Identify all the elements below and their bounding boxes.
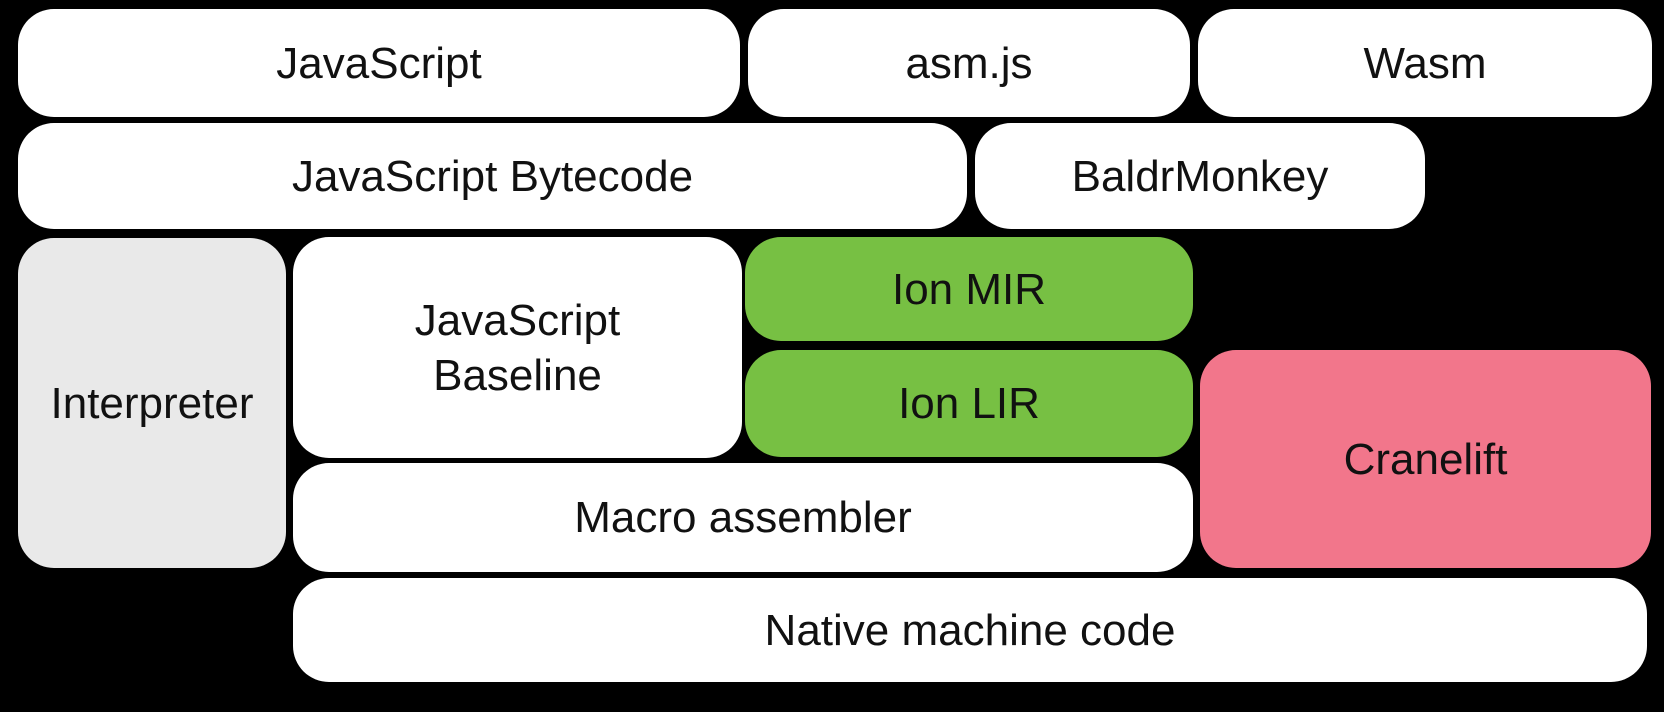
node-javascript-baseline: JavaScript Baseline bbox=[293, 237, 742, 458]
node-interpreter-label: Interpreter bbox=[50, 378, 254, 428]
node-cranelift-label: Cranelift bbox=[1343, 434, 1508, 484]
node-wasm-label: Wasm bbox=[1363, 38, 1487, 88]
node-native-machine-code-label: Native machine code bbox=[764, 605, 1176, 655]
node-asmjs-label: asm.js bbox=[905, 38, 1033, 88]
node-javascript-baseline-label: JavaScript Baseline bbox=[414, 295, 621, 400]
node-native-machine-code: Native machine code bbox=[293, 578, 1647, 682]
node-wasm: Wasm bbox=[1198, 9, 1652, 117]
node-javascript-bytecode-label: JavaScript Bytecode bbox=[291, 151, 694, 201]
node-ion-lir-label: Ion LIR bbox=[898, 379, 1040, 428]
node-asmjs: asm.js bbox=[748, 9, 1190, 117]
node-macro-assembler: Macro assembler bbox=[293, 463, 1193, 572]
node-interpreter: Interpreter bbox=[18, 238, 286, 568]
node-javascript-label: JavaScript bbox=[276, 38, 482, 88]
node-javascript-bytecode: JavaScript Bytecode bbox=[18, 123, 967, 229]
node-javascript: JavaScript bbox=[18, 9, 740, 117]
node-ion-lir: Ion LIR bbox=[745, 350, 1193, 457]
node-baldrmonkey: BaldrMonkey bbox=[975, 123, 1425, 229]
node-cranelift: Cranelift bbox=[1200, 350, 1651, 568]
node-ion-mir: Ion MIR bbox=[745, 237, 1193, 341]
node-macro-assembler-label: Macro assembler bbox=[574, 493, 912, 542]
node-ion-mir-label: Ion MIR bbox=[891, 264, 1047, 314]
node-baldrmonkey-label: BaldrMonkey bbox=[1071, 151, 1329, 201]
